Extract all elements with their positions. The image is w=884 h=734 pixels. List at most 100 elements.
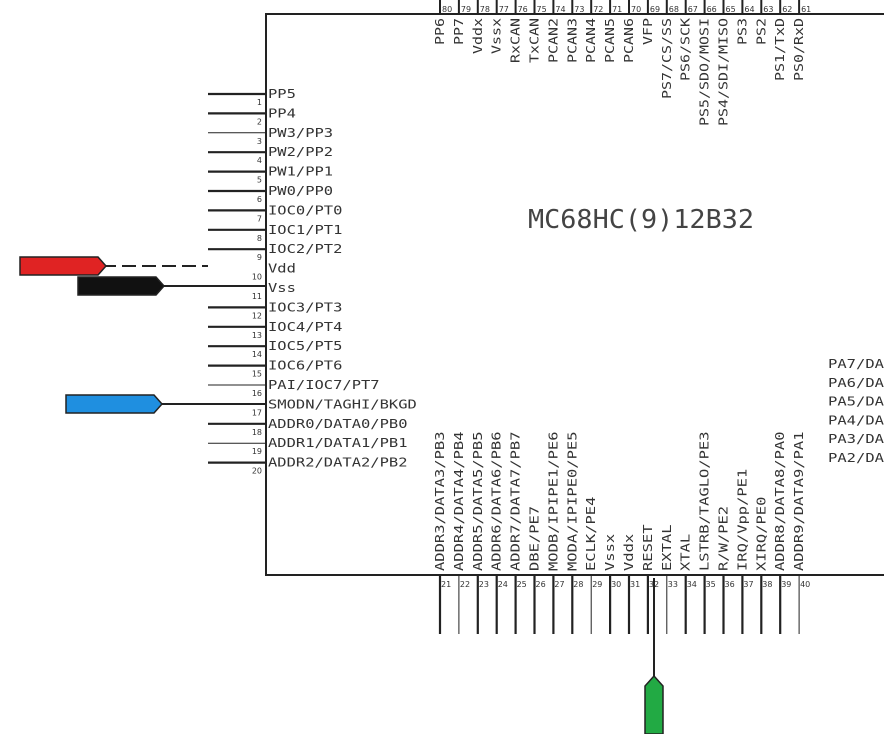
bottom-pin-number: 22	[460, 580, 470, 589]
left-pin-label: PW3/PP3	[268, 126, 333, 140]
bottom-pin-label: R/W/PE2	[717, 506, 731, 571]
top-pin-label: TxCAN	[528, 18, 542, 63]
bottom-pin-number: 37	[743, 580, 753, 589]
top-pin-number: 79	[461, 5, 471, 14]
left-pin-label: Vdd	[268, 262, 296, 276]
top-pin-number: 65	[726, 5, 736, 14]
bottom-pin-number: 29	[592, 580, 602, 589]
left-pin-label: ADDR1/DATA1/PB1	[268, 436, 408, 450]
chip-body	[265, 13, 884, 576]
left-pin-label: PW2/PP2	[268, 145, 333, 159]
left-pin-number: 14	[252, 350, 262, 359]
top-pin-label: VFP	[641, 18, 655, 45]
bottom-pin-number: 24	[498, 580, 508, 589]
top-pin-label: PS5/SDO/MOSI	[698, 18, 712, 126]
bottom-pin-number: 39	[781, 580, 791, 589]
right-pin-label: PA7/DA	[828, 357, 884, 371]
red-probe[interactable]	[19, 256, 108, 276]
top-pin-label: PS4/SDI/MISO	[717, 18, 731, 126]
left-pin-label: SMODN/TAGHI/BKGD	[268, 397, 417, 411]
top-pin-number: 71	[612, 5, 622, 14]
black-probe[interactable]	[77, 276, 166, 296]
left-pin-label: PP5	[268, 87, 296, 101]
left-pin-number: 5	[257, 176, 262, 185]
top-pin-label: Vddx	[471, 18, 485, 54]
bottom-pin-number: 38	[762, 580, 772, 589]
bottom-pin-number: 21	[441, 580, 451, 589]
top-pin-label: PS7/CS/SS	[660, 18, 674, 99]
bottom-pin-number: 40	[800, 580, 810, 589]
top-pin-number: 67	[688, 5, 698, 14]
left-pin-label: PW1/PP1	[268, 165, 333, 179]
top-pin-number: 74	[555, 5, 565, 14]
left-pin-label: IOC2/PT2	[268, 242, 342, 256]
left-pin-number: 12	[252, 311, 262, 320]
bottom-pin-label: XIRQ/PE0	[754, 497, 768, 571]
bottom-pin-label: Vssx	[603, 534, 617, 571]
left-pin-number: 20	[252, 467, 262, 476]
bottom-pin-label: ADDR8/DATA8/PA0	[773, 432, 787, 572]
top-pin-number: 69	[650, 5, 660, 14]
bottom-pin-label: MODA/IPIPE0/PE5	[565, 432, 579, 572]
bottom-pin-label: XTAL	[679, 534, 693, 571]
top-pin-number: 75	[537, 5, 547, 14]
top-pin-label: PCAN2	[546, 18, 560, 63]
top-pin-label: PCAN4	[584, 18, 598, 63]
left-pin-number: 10	[252, 273, 262, 282]
top-pin-label: PS6/SCK	[679, 17, 693, 81]
top-pin-label: PS0/RxD	[792, 18, 806, 81]
bottom-pin-label: ADDR6/DATA6/PB6	[490, 432, 504, 572]
left-pin-number: 3	[257, 137, 262, 146]
bottom-pin-label: ECLK/PE4	[584, 497, 598, 571]
bottom-pin-label: ADDR5/DATA5/PB5	[471, 432, 485, 572]
bottom-pin-label: DBE/PE7	[528, 506, 542, 571]
right-pin-label: PA3/DA	[828, 432, 884, 446]
top-pin-number: 68	[669, 5, 679, 14]
right-pin-label: PA5/DA	[828, 395, 884, 409]
left-pin-number: 15	[252, 370, 262, 379]
top-pin-number: 63	[763, 5, 773, 14]
left-pin-label: ADDR2/DATA2/PB2	[268, 456, 408, 470]
bottom-pin-label: ADDR3/DATA3/PB3	[433, 432, 447, 572]
top-pin-label: PCAN6	[622, 18, 636, 63]
left-pin-label: IOC6/PT6	[268, 359, 342, 373]
top-pin-label: RxCAN	[509, 18, 523, 63]
blue-probe[interactable]	[65, 394, 164, 414]
left-pin-number: 2	[257, 117, 262, 126]
left-pin-number: 8	[257, 234, 262, 243]
left-pin-label: IOC3/PT3	[268, 300, 342, 314]
top-pin-number: 62	[782, 5, 792, 14]
top-pin-number: 77	[499, 5, 509, 14]
top-pin-label: PS1/TxD	[773, 18, 787, 81]
top-pin-number: 64	[744, 5, 754, 14]
bottom-pin-label: ADDR9/DATA9/PA1	[792, 432, 806, 572]
bottom-pin-label: IRQ/Vpp/PE1	[735, 469, 749, 571]
right-pin-label: PA2/DA	[828, 451, 884, 465]
top-pin-number: 76	[518, 5, 528, 14]
left-pin-number: 11	[252, 292, 262, 301]
bottom-pin-label: RESET	[641, 525, 655, 572]
left-pin-label: Vss	[268, 281, 296, 295]
left-pin-label: IOC0/PT0	[268, 203, 342, 217]
left-pin-number: 7	[257, 214, 262, 223]
bottom-pin-label: LSTRB/TAGLO/PE3	[698, 432, 712, 572]
right-pin-label: PA4/DA	[828, 413, 884, 427]
green-probe[interactable]	[644, 674, 664, 734]
bottom-pin-number: 30	[611, 580, 621, 589]
bottom-pin-number: 36	[725, 580, 735, 589]
bottom-pin-label: Vddx	[622, 534, 636, 571]
left-pin-number: 9	[257, 253, 262, 262]
left-pin-label: IOC1/PT1	[268, 223, 342, 237]
bottom-pin-label: EXTAL	[660, 525, 674, 572]
top-pin-number: 73	[574, 5, 584, 14]
left-pin-number: 16	[252, 389, 262, 398]
bottom-pin-number: 28	[573, 580, 583, 589]
top-pin-label: PCAN3	[565, 18, 579, 63]
bottom-pin-label: MODB/IPIPE1/PE6	[546, 432, 560, 572]
top-pin-label: Vssx	[490, 18, 504, 54]
bottom-pin-number: 34	[687, 580, 697, 589]
bottom-pin-label: ADDR4/DATA4/PB4	[452, 432, 466, 572]
top-pin-label: PCAN5	[603, 18, 617, 63]
left-pin-label: PP4	[268, 106, 296, 120]
